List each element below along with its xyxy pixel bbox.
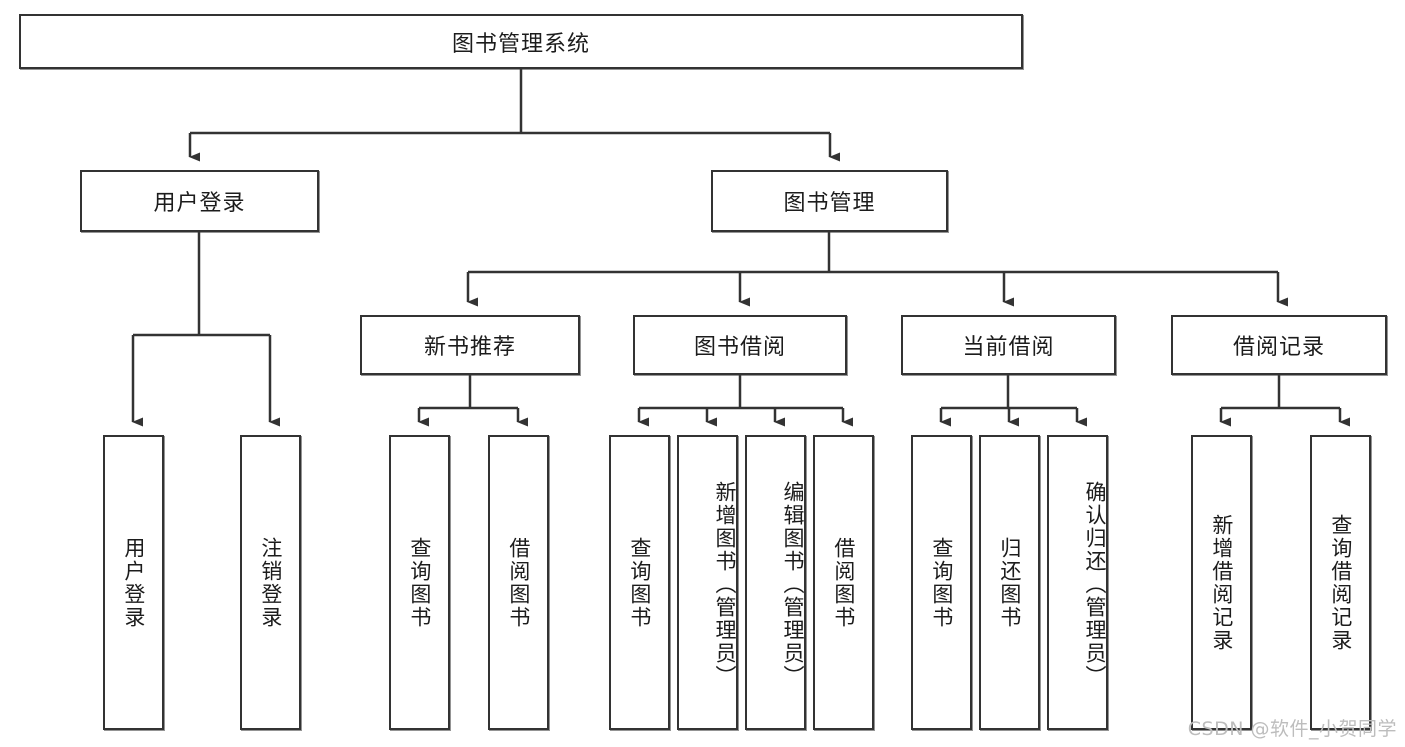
node-leaf-return-book-label: 归还图书 (997, 536, 1022, 629)
node-leaf-borrow-book-1-label: 借阅图书 (506, 536, 531, 629)
node-book-manage[interactable]: 图书管理 (711, 170, 948, 232)
node-leaf-borrow-book-1[interactable]: 借阅图书 (488, 435, 549, 730)
node-leaf-confirm-return[interactable]: 确认归还（管理员） (1047, 435, 1108, 730)
node-leaf-confirm-return-label: 确认归还（管理员） (1083, 481, 1107, 688)
node-new-book-recommend-label: 新书推荐 (423, 335, 516, 360)
node-leaf-user-login[interactable]: 用户登录 (103, 435, 164, 730)
node-root-label: 图书管理系统 (451, 31, 590, 57)
node-leaf-logout-login-label: 注销登录 (258, 536, 283, 629)
node-leaf-query-book-1[interactable]: 查询图书 (389, 435, 450, 730)
node-new-book-recommend[interactable]: 新书推荐 (360, 315, 580, 375)
node-leaf-add-record[interactable]: 新增借阅记录 (1191, 435, 1252, 730)
node-leaf-add-book-label: 新增图书（管理员） (713, 481, 737, 688)
node-book-borrow-label: 图书借阅 (693, 335, 786, 360)
node-leaf-query-record-label: 查询借阅记录 (1328, 513, 1353, 652)
node-leaf-borrow-book-2-label: 借阅图书 (831, 536, 856, 629)
node-leaf-add-record-label: 新增借阅记录 (1209, 513, 1234, 652)
node-leaf-edit-book-label: 编辑图书（管理员） (781, 481, 805, 688)
node-leaf-query-record[interactable]: 查询借阅记录 (1310, 435, 1371, 730)
node-leaf-borrow-book-2[interactable]: 借阅图书 (813, 435, 874, 730)
node-root[interactable]: 图书管理系统 (19, 14, 1023, 69)
node-leaf-query-book-2[interactable]: 查询图书 (609, 435, 670, 730)
node-borrow-record-label: 借阅记录 (1232, 335, 1325, 360)
node-leaf-add-book[interactable]: 新增图书（管理员） (677, 435, 738, 730)
node-user-login-label: 用户登录 (153, 191, 246, 216)
node-current-borrow-label: 当前借阅 (962, 335, 1055, 360)
node-leaf-edit-book[interactable]: 编辑图书（管理员） (745, 435, 806, 730)
node-leaf-user-login-label: 用户登录 (121, 536, 146, 629)
watermark-text: CSDN @软件_小贺同学 (1187, 718, 1397, 740)
node-leaf-query-book-3[interactable]: 查询图书 (911, 435, 972, 730)
node-book-manage-label: 图书管理 (783, 191, 876, 216)
node-leaf-query-book-2-label: 查询图书 (627, 536, 652, 629)
node-leaf-logout-login[interactable]: 注销登录 (240, 435, 301, 730)
node-user-login[interactable]: 用户登录 (80, 170, 319, 232)
node-borrow-record[interactable]: 借阅记录 (1171, 315, 1387, 375)
node-leaf-query-book-3-label: 查询图书 (929, 536, 954, 629)
node-book-borrow[interactable]: 图书借阅 (633, 315, 847, 375)
node-leaf-return-book[interactable]: 归还图书 (979, 435, 1040, 730)
node-current-borrow[interactable]: 当前借阅 (901, 315, 1116, 375)
node-leaf-query-book-1-label: 查询图书 (407, 536, 432, 629)
